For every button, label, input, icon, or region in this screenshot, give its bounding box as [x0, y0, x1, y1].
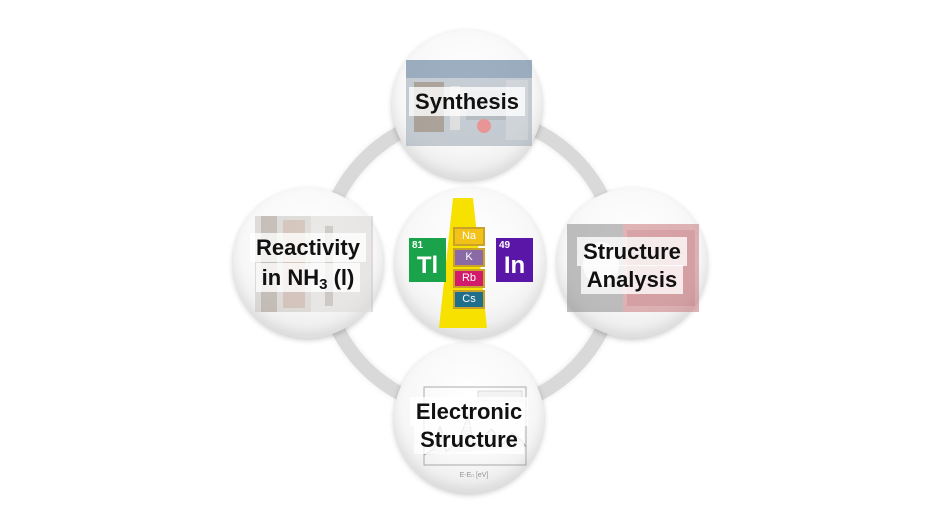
reactivity-label-box: Reactivity in NH3 (l) [233, 233, 383, 293]
synthesis-label: Synthesis [409, 87, 525, 116]
electronic-line1: Electronic [409, 397, 529, 426]
reactivity-line2-prefix: in NH [261, 265, 320, 290]
node-structure-analysis: Structure Analysis [557, 188, 707, 338]
element-tl-symbol: Tl [416, 252, 439, 279]
alkali-cell-k: K [453, 248, 485, 267]
element-tl: 81 Tl [409, 238, 446, 282]
node-synthesis: Synthesis [392, 30, 542, 180]
synthesis-label-box: Synthesis [392, 87, 542, 116]
element-tl-number: 81 [412, 240, 424, 251]
alkali-cell-na: Na [453, 227, 485, 246]
element-in: 49 In [496, 238, 533, 282]
alkali-cell-cs: Cs [453, 290, 485, 309]
reactivity-line2-subscript: 3 [319, 276, 328, 293]
node-reactivity: Reactivity in NH3 (l) [233, 188, 383, 338]
alkali-cell-rb: Rb [453, 269, 485, 288]
structure-line2: Analysis [580, 265, 684, 294]
electronic-line2: Structure [414, 425, 524, 454]
electronic-plot-xlabel: E-Eₙ [eV] [459, 472, 489, 479]
reactivity-line1: Reactivity [250, 233, 366, 262]
reactivity-line2-suffix: (l) [327, 265, 355, 290]
element-in-number: 49 [499, 240, 511, 251]
structure-label-box: Structure Analysis [557, 237, 707, 294]
electronic-label-box: Electronic Structure [394, 397, 544, 454]
node-electronic-structure: E-Eₙ [eV] Electronic Structure [394, 343, 544, 493]
reactivity-line2: in NH3 (l) [255, 263, 361, 293]
element-in-symbol: In [503, 252, 526, 279]
structure-line1: Structure [577, 237, 687, 266]
